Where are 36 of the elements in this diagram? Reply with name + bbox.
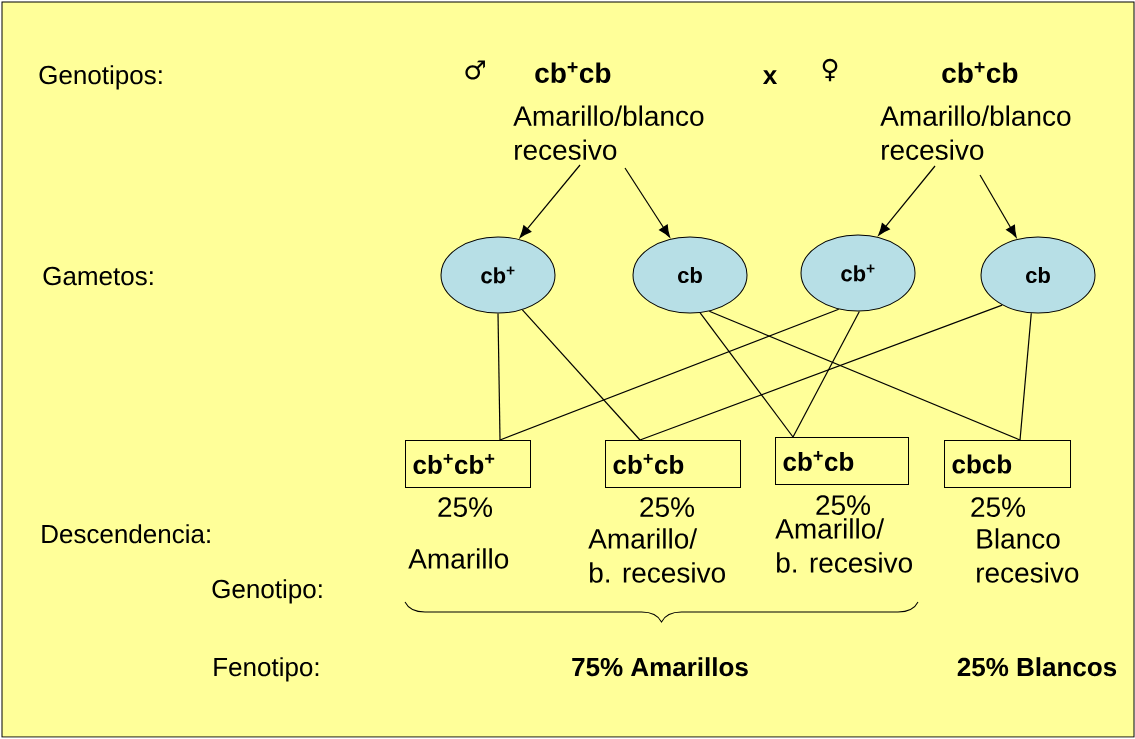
phenotype-result: 75% Amarillos (572, 657, 748, 677)
cross-sign: x (762, 70, 778, 84)
connector-line (708, 310, 1021, 441)
arrow (624, 167, 671, 238)
arrow (878, 165, 936, 236)
percentage-label: 25% (438, 497, 492, 517)
phenotype-label: Blanco recesivo (977, 528, 1079, 583)
sex-symbol: ♀ (822, 58, 838, 82)
genotype-box: cb$^{+}$cb$^{+}$ (405, 440, 531, 488)
connector-line (499, 308, 840, 441)
parent-genotype: cb$^{+}$cb Amarillo/blanco recesivo (513, 62, 704, 160)
phenotype-label: Amarillo/ b. recesivo (588, 528, 725, 583)
row-label: Gametos: (43, 266, 153, 286)
parent-genotype: cb$^{+}$cb Amarillo/blanco recesivo (880, 62, 1071, 160)
genotype-box: cb$^{+}$cb (775, 437, 909, 485)
genotype-box: cbcb (944, 440, 1071, 488)
genotype-box: cb$^{+}$cb (605, 440, 741, 488)
connector-line (1019, 312, 1032, 441)
percentage-label: 25% (971, 497, 1026, 517)
connector-line (792, 310, 860, 438)
arrow (519, 164, 581, 238)
phenotype-label: Amarillo (408, 548, 509, 569)
connector-line (639, 304, 1003, 441)
percentage-label: 25% (640, 497, 694, 517)
sex-symbol: ♂ (465, 60, 485, 80)
connector-line (497, 312, 501, 441)
row-label: Fenotipo: (214, 657, 319, 682)
percentage-label: 25% (816, 495, 871, 515)
connector-line (699, 312, 794, 438)
connector-line (521, 309, 641, 441)
arrow (979, 174, 1017, 238)
phenotype-result: 25% Blancos (957, 657, 1117, 677)
row-label: Genotipos: (39, 65, 162, 90)
row-label: Genotipo: (212, 579, 322, 604)
row-label: Descendencia: (42, 524, 210, 544)
phenotype-label: Amarillo/ b. recesivo (775, 518, 912, 573)
